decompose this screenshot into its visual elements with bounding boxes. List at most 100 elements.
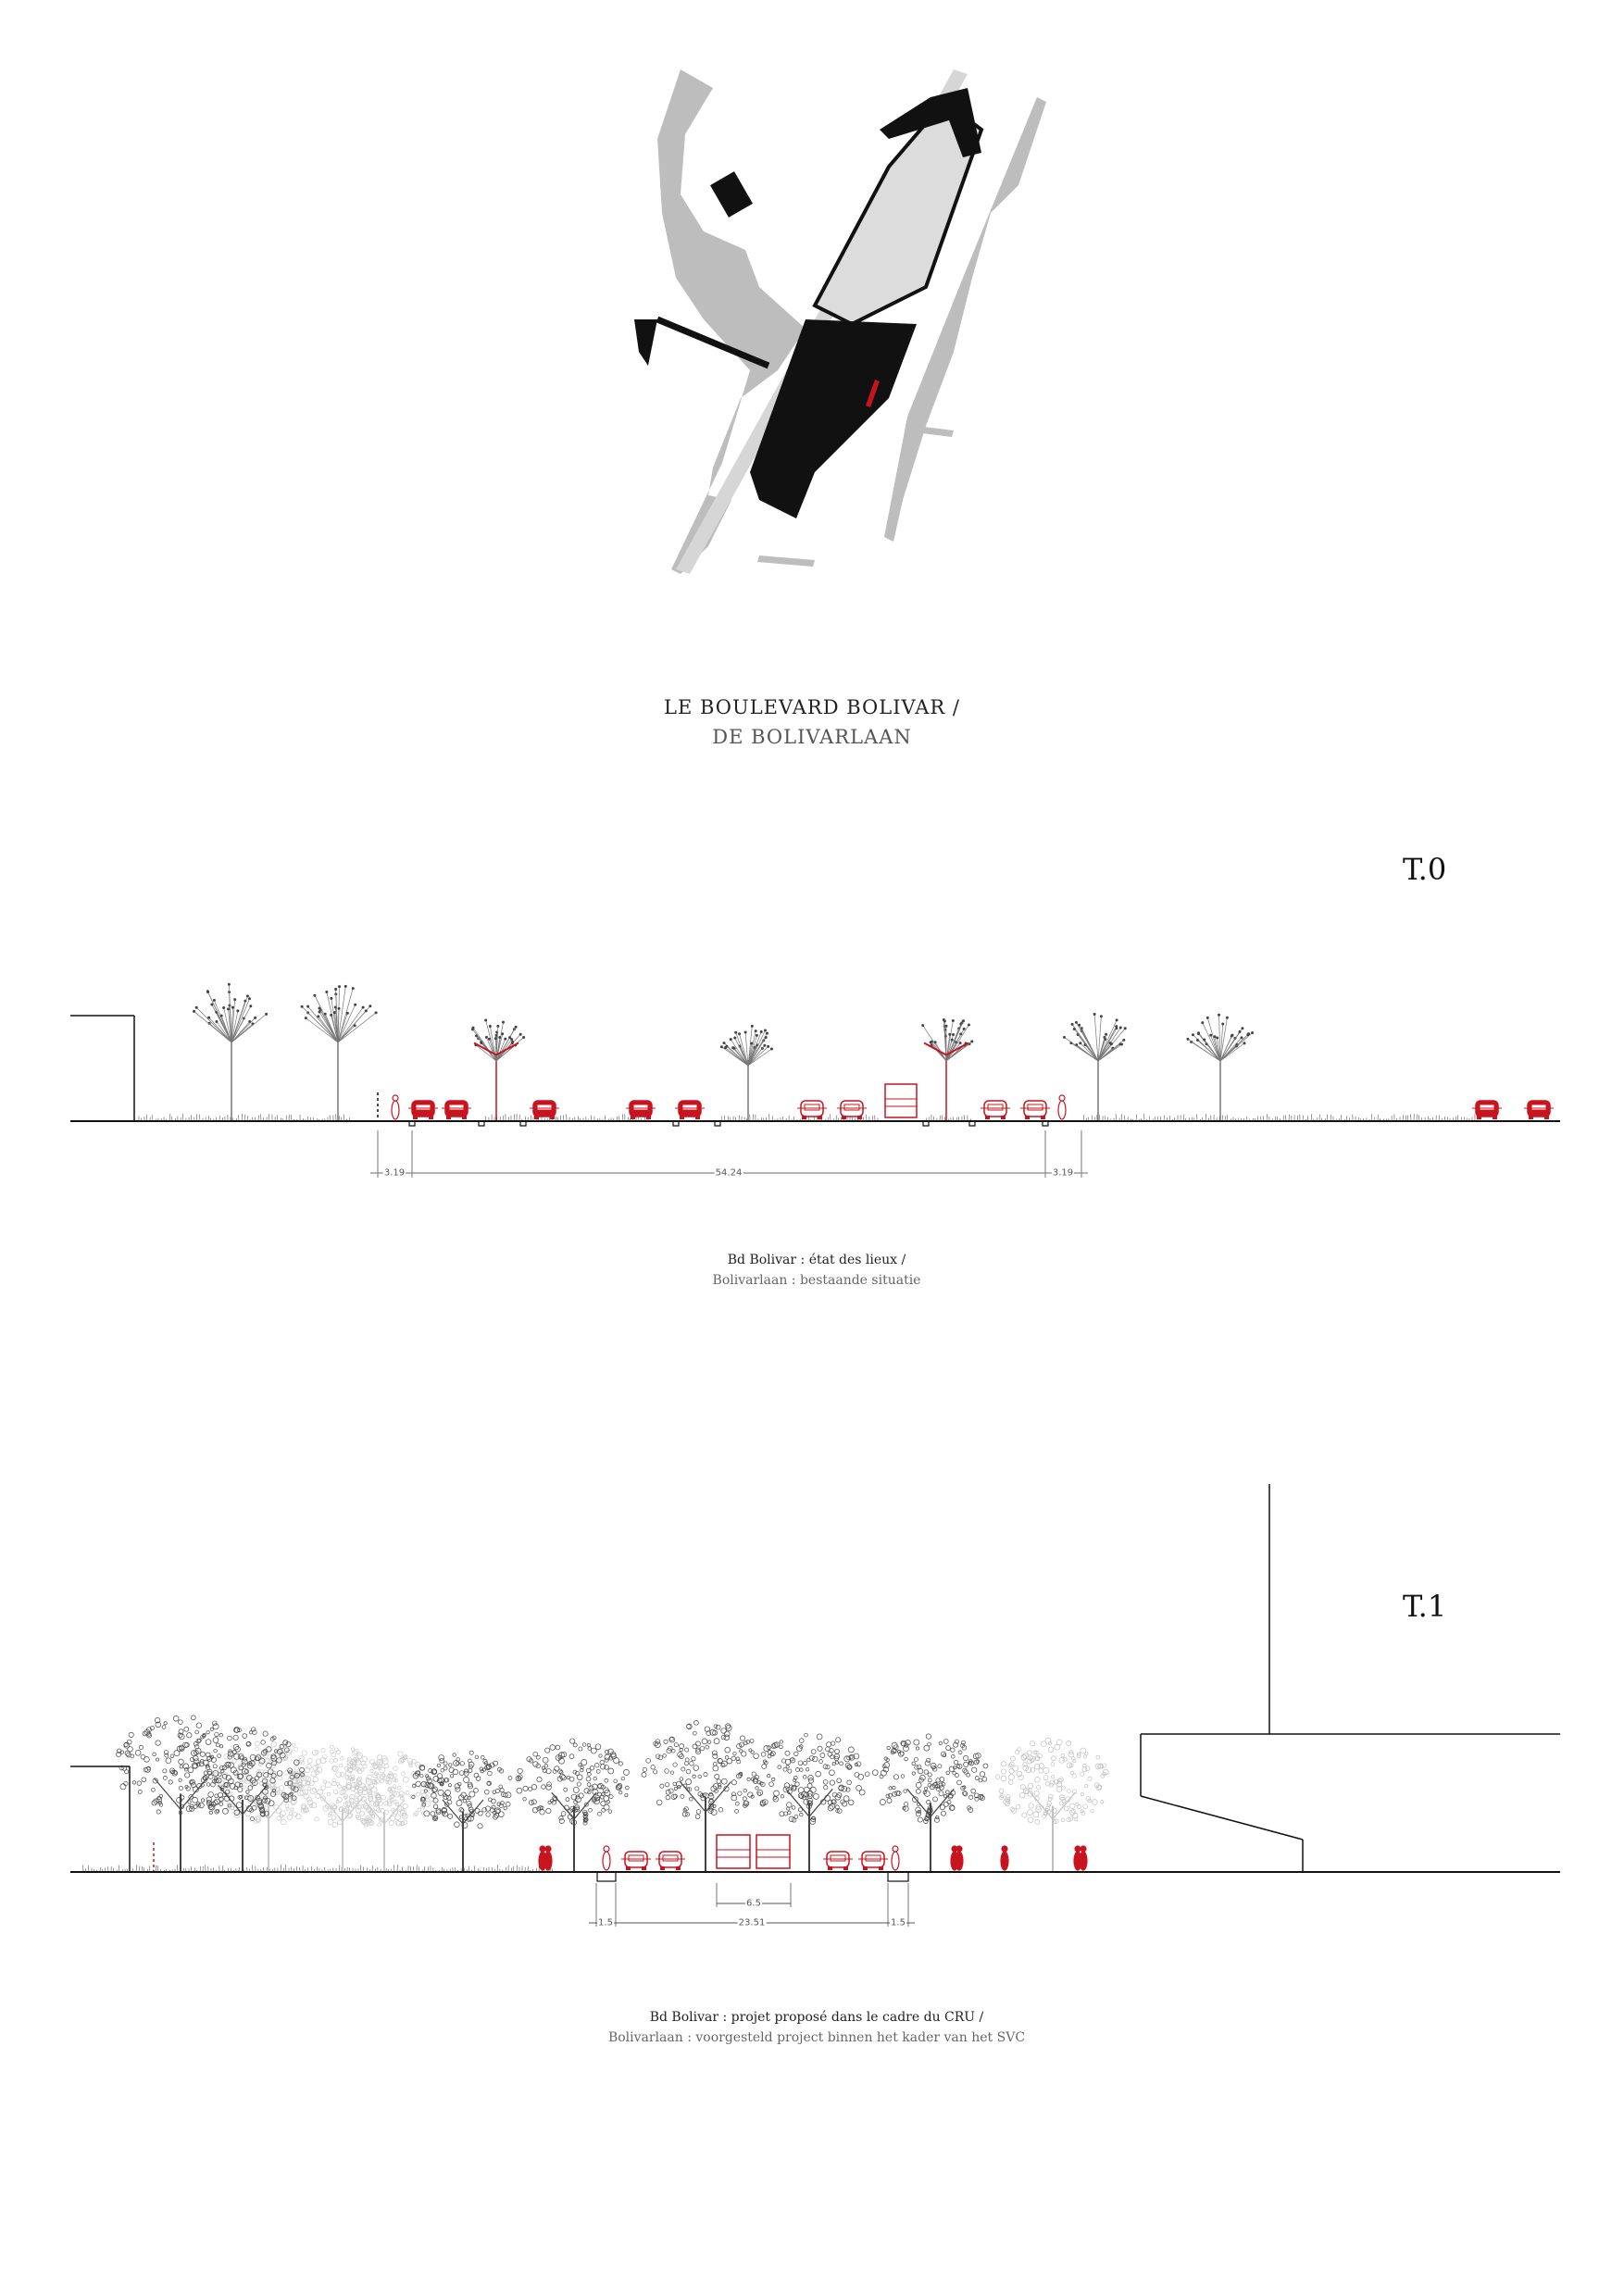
station-building-north (880, 88, 981, 157)
tree-leaf (900, 1740, 906, 1747)
tree-leaf (1003, 1798, 1009, 1805)
tree-leaf (177, 1732, 183, 1739)
tree-leaf (587, 1746, 592, 1751)
grass-blade (177, 1865, 179, 1873)
tree-leaf (331, 1766, 337, 1771)
tree-leaf (306, 1799, 314, 1806)
tree-leaf (279, 1810, 286, 1817)
tree-leaf (250, 1816, 255, 1821)
tree-leaf (848, 1799, 855, 1806)
tree-leaf (376, 1754, 383, 1761)
tree-leaf (1230, 1034, 1233, 1038)
tree-leaf (430, 1811, 436, 1816)
tree-leaf (883, 1762, 890, 1768)
tree-leaf (922, 1818, 929, 1825)
tree-leaf (679, 1777, 684, 1781)
tree-leaf (750, 1024, 754, 1028)
tree-leaf (793, 1815, 799, 1819)
tree-branch (945, 1033, 962, 1062)
tree-leaf (195, 1738, 201, 1744)
pedestrian-head (544, 1845, 552, 1853)
tree-leaf (408, 1763, 413, 1768)
grass-blade (221, 1866, 224, 1873)
tree-leaf (693, 1730, 697, 1736)
tree-leaf (677, 1752, 683, 1758)
tree-leaf (423, 1810, 431, 1817)
tree-leaf (545, 1807, 552, 1815)
tree-leaf (233, 1809, 240, 1816)
tree-leaf (414, 1811, 418, 1816)
grass-blade (1296, 1115, 1299, 1122)
car-wheel (1544, 1116, 1549, 1119)
tree-branch (1219, 1035, 1232, 1062)
pedestrian-body (602, 1851, 611, 1871)
tree-leaf (259, 1808, 265, 1814)
tree-leaf (400, 1821, 406, 1826)
tree-leaf (1051, 1775, 1056, 1779)
tree-leaf (183, 1726, 190, 1732)
tree-branch (229, 984, 232, 1043)
tree-leaf (285, 1806, 290, 1811)
tree-leaf (205, 1739, 212, 1745)
tree-leaf (367, 1819, 373, 1826)
tree-leaf (233, 1753, 241, 1760)
tree-leaf (592, 1789, 599, 1795)
tree-leaf (231, 1005, 234, 1009)
tree-leaf (353, 1748, 359, 1754)
tree-leaf (691, 1756, 696, 1762)
tree-leaf (589, 1785, 594, 1791)
tree-leaf (531, 1784, 538, 1791)
tree-leaf (1030, 1767, 1036, 1773)
tree-leaf (968, 1807, 974, 1813)
pedestrian-body (1000, 1851, 1009, 1871)
tree-leaf (241, 1762, 246, 1767)
tree-leaf (618, 1791, 623, 1795)
tree-leaf (950, 1747, 956, 1753)
tree-branch (337, 1012, 377, 1043)
tree-leaf (960, 1740, 966, 1745)
tree-leaf (1016, 1770, 1023, 1778)
tree-leaf (121, 1766, 128, 1771)
tree-leaf (829, 1779, 835, 1786)
tree-leaf (337, 1819, 343, 1826)
tree-leaf (556, 1776, 563, 1782)
tree-leaf (165, 1757, 172, 1765)
tree-leaf (1240, 1036, 1243, 1040)
tree-leaf (720, 1728, 727, 1734)
tree-leaf (968, 1042, 971, 1046)
tree-leaf (737, 1772, 743, 1778)
tree-leaf (919, 1774, 926, 1781)
tree-leaf (598, 1753, 603, 1758)
tree-leaf (1069, 1803, 1076, 1809)
tree-leaf (960, 1742, 966, 1748)
tree-leaf (1056, 1739, 1063, 1746)
tree-leaf (567, 1814, 573, 1820)
tree-leaf (827, 1751, 833, 1757)
tree-leaf (241, 1758, 248, 1766)
caption-t1-nl: Bolivarlaan : voorgesteld project binnen… (607, 2030, 1026, 2045)
tree-leaf (1044, 1807, 1049, 1813)
tree-leaf (668, 1745, 673, 1752)
tree-branch (747, 1044, 766, 1067)
tree-leaf (408, 1761, 413, 1766)
building-slope (1140, 1795, 1304, 1841)
tree-leaf (759, 1781, 764, 1786)
tree-leaf (171, 1769, 178, 1777)
tree-leaf (417, 1807, 421, 1812)
tree-leaf (1066, 1789, 1071, 1793)
tree-leaf (749, 1739, 755, 1743)
tree-leaf (411, 1794, 416, 1800)
tree-leaf (440, 1768, 444, 1773)
lamp-arm (945, 1042, 969, 1056)
tree-leaf (963, 1769, 968, 1775)
tree-leaf (332, 1804, 338, 1810)
dimension-left-edge: 1.5 (597, 1917, 614, 1928)
tree-leaf (290, 1800, 296, 1805)
tree-leaf (269, 1783, 276, 1790)
grass-blade (473, 1866, 476, 1873)
car-wheel (1001, 1116, 1006, 1119)
grass-blade (752, 1114, 754, 1122)
tree-leaf (734, 1030, 738, 1034)
tree-leaf (369, 1768, 374, 1773)
tree-leaf (980, 1793, 984, 1799)
